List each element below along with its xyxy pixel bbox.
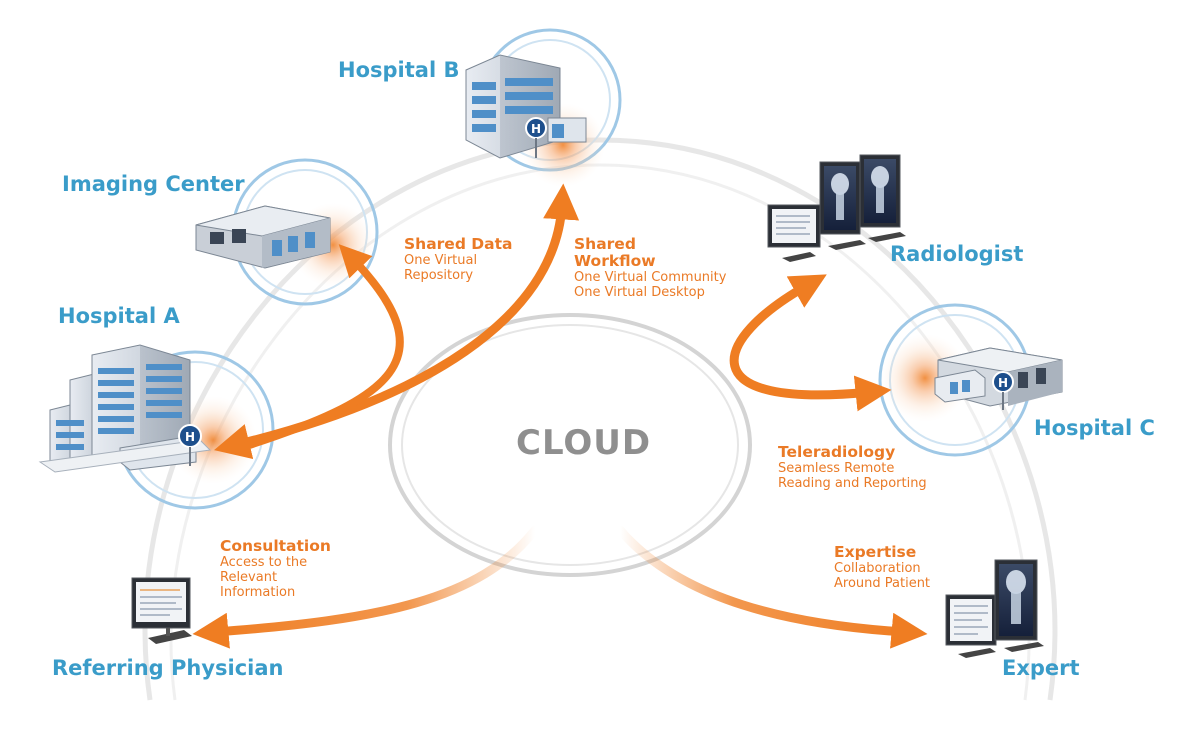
hospital-b-label: Hospital B [338,58,460,82]
expertise-line-2: Around Patient [834,576,931,591]
expertise-caption: Expertise Collaboration Around Patient [834,543,931,592]
imaging-center-building-icon [195,205,331,269]
expertise-line-1: Collaboration [834,561,921,576]
shared-data-title: Shared Data [404,235,513,253]
expertise-title: Expertise [834,543,917,561]
svg-text:H: H [998,376,1008,390]
consultation-line-2: Relevant [220,570,278,585]
shared-workflow-line-1: One Virtual Community [574,270,727,285]
arrow-expertise [615,525,910,637]
arrow-consultation [210,525,540,637]
shared-data-line-2: Repository [404,268,474,283]
consultation-line-1: Access to the [220,555,308,570]
teleradiology-title: Teleradiology [778,443,896,461]
hospital-a-label: Hospital A [58,304,180,328]
shared-workflow-caption: Shared Workflow One Virtual Community On… [574,235,727,301]
svg-text:H: H [531,122,541,136]
arrow-expertise-head [890,612,928,649]
teleradiology-line-1: Seamless Remote [778,461,895,476]
hospital-c-label: Hospital C [1034,416,1155,440]
flow-arrows [192,183,928,649]
hospital-c-building-icon: H [934,347,1063,410]
shared-data-line-1: One Virtual [404,253,478,268]
referring-physician-label: Referring Physician [52,656,284,680]
teleradiology-caption: Teleradiology Seamless Remote Reading an… [778,443,927,492]
imaging-center-label: Imaging Center [62,172,245,196]
referring-physician-workstation-icon [131,577,192,644]
arrow-consultation-head [192,612,230,649]
hospital-b-building-icon: H [465,54,587,159]
expert-workstation-icon [945,559,1044,658]
shared-workflow-line-2: One Virtual Desktop [574,285,705,300]
consultation-title: Consultation [220,537,331,555]
svg-text:H: H [185,430,195,444]
shared-workflow-title-1: Shared [574,235,636,253]
consultation-caption: Consultation Access to the Relevant Info… [220,537,331,601]
radiologist-label: Radiologist [890,242,1024,266]
shared-data-caption: Shared Data One Virtual Repository [404,235,513,284]
expert-label: Expert [1002,656,1080,680]
teleradiology-line-2: Reading and Reporting [778,476,927,491]
radiologist-workstation-icon [767,154,906,262]
arrow-teleradiology [729,274,892,412]
consultation-line-3: Information [220,585,296,600]
hospital-a-building-icon: H [38,344,212,473]
cloud-label: CLOUD [516,423,652,463]
shared-workflow-title-2: Workflow [574,252,656,270]
arrow-shared-data [236,244,404,452]
